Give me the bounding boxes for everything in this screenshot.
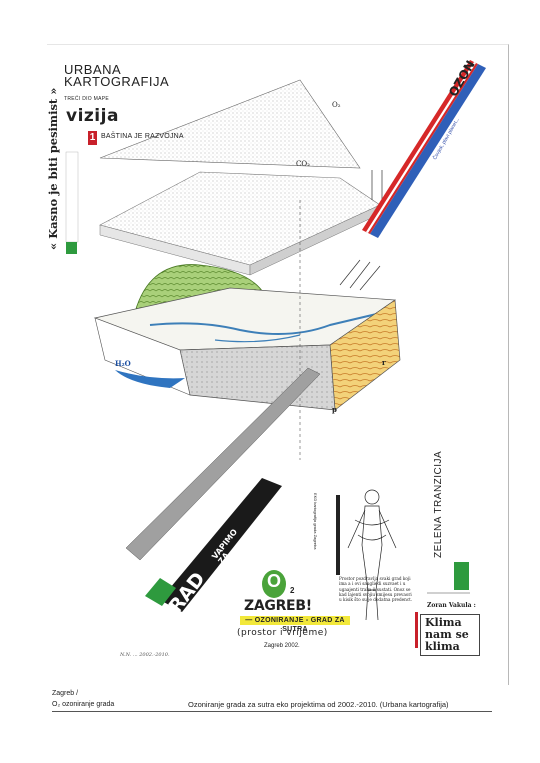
footer-rule	[52, 711, 492, 712]
klima-accent	[415, 612, 418, 648]
ekd-vertical: EKD kartografija grada Zagreba	[313, 493, 318, 550]
prostor-text: (prostor i vrijeme)	[237, 628, 328, 638]
co2-arrows	[339, 170, 383, 291]
handwritten-note: N.N. ... 2002.-2010.	[120, 652, 170, 658]
sky-pyramid	[99, 79, 361, 169]
p-label: p	[332, 405, 337, 414]
author-name: Zoran Vakula :	[427, 602, 476, 609]
o2-letter: O	[267, 571, 282, 591]
green-block	[454, 562, 469, 590]
section-number: 1	[88, 131, 97, 145]
date-text: Zagreb 2002.	[264, 643, 300, 649]
vertical-quote: « Kasno je biti pesimist »	[46, 87, 60, 250]
zelena-tranzicija: ZELENA TRANZICIJA	[433, 450, 444, 558]
page-frame	[47, 44, 509, 685]
h2o-label: H₂O	[115, 359, 131, 368]
upper-slab	[99, 171, 381, 266]
section-title: BAŠTINA JE RAZVOJNA	[101, 133, 184, 140]
green-marker	[66, 242, 77, 254]
heading: vizija	[66, 106, 119, 126]
co2-label: CO₂	[296, 160, 310, 168]
grad-band	[160, 478, 282, 612]
o2-badge	[262, 570, 286, 598]
subtitle: TREĆI DIO MAPE	[64, 96, 110, 102]
river	[149, 311, 386, 335]
o2-subscript: 2	[290, 586, 295, 595]
footer-caption: Ozoniranje grada za sutra eko projektima…	[188, 700, 449, 709]
grad-beam	[125, 367, 321, 561]
klima-box: Klima nam se klima	[420, 614, 480, 656]
human-figure	[347, 489, 397, 621]
small-print: Prostor pozdravlja svaki grad koji ima a…	[339, 576, 413, 603]
footer-left-2: O₂ ozoniranje grada	[52, 701, 115, 708]
o2-label: O₂	[332, 101, 341, 109]
r-label: r	[382, 358, 386, 367]
zagreb-title: ZAGREB!	[244, 598, 312, 614]
page-title: URBANA KARTOGRAFIJA	[64, 62, 170, 89]
footer-left-1: Zagreb /	[52, 690, 79, 697]
water	[115, 370, 185, 388]
ozoniranje-banner: — OZONIRANJE - GRAD ZA SUTRA	[240, 616, 350, 633]
